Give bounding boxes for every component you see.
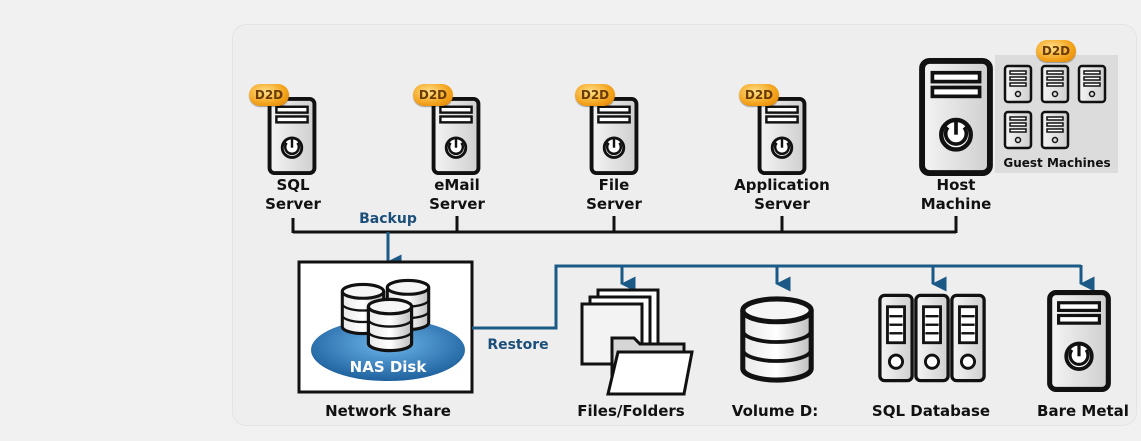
d2d-badge: D2D	[739, 84, 779, 106]
application-server-icon	[757, 97, 807, 175]
guest-server-icon	[1077, 64, 1107, 104]
guest-server-icon	[1040, 110, 1070, 150]
d2d-badge: D2D	[249, 84, 289, 106]
volume-disk-icon	[743, 299, 811, 380]
d2d-badge: D2D	[413, 84, 453, 106]
guest-server-icon	[1003, 64, 1033, 104]
backup-label: Backup	[359, 211, 417, 227]
host-machine-icon	[922, 61, 990, 173]
guest-machines-label: Guest Machines	[1003, 156, 1111, 170]
folder-icon	[580, 288, 694, 396]
sql-server-label: SQL Server	[265, 176, 321, 213]
file-server-icon	[589, 97, 639, 175]
backup-bus	[291, 216, 958, 234]
disk-stack-icon	[366, 297, 414, 353]
email-server-icon	[431, 97, 481, 175]
sql-server-icon	[267, 97, 317, 175]
guest-server-icon	[1003, 110, 1033, 150]
restore-flow	[472, 264, 1095, 330]
nas-disk-label: NAS Disk	[349, 358, 427, 376]
network-share-label: Network Share	[325, 402, 451, 420]
bare-metal-label: Bare Metal	[1037, 402, 1129, 420]
database-icon	[950, 293, 986, 383]
database-icon	[878, 293, 914, 383]
volume-d-label: Volume D:	[731, 402, 819, 420]
application-server-label: Application Server	[734, 176, 830, 213]
restore-label: Restore	[487, 337, 549, 353]
database-icon	[914, 293, 950, 383]
file-server-label: File Server	[586, 176, 642, 213]
email-server-label: eMail Server	[429, 176, 485, 213]
sql-database-label: SQL Database	[871, 402, 991, 420]
bare-metal-server-icon	[1050, 293, 1109, 390]
d2d-badge: D2D	[1036, 40, 1076, 62]
guest-server-icon	[1040, 64, 1070, 104]
d2d-badge: D2D	[575, 84, 615, 106]
files-folders-label: Files/Folders	[577, 402, 685, 420]
host-machine-label: Host Machine	[920, 176, 992, 213]
